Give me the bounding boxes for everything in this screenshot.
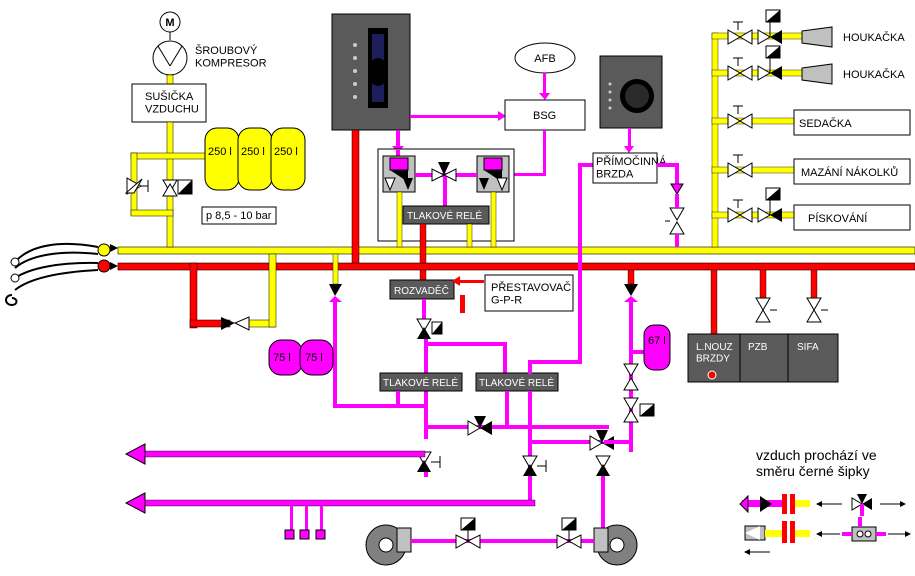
compressor-motor: M <box>152 11 188 76</box>
svg-text:75 l: 75 l <box>305 352 323 364</box>
valve-icon <box>727 187 782 223</box>
valve-icon <box>595 455 611 476</box>
consumer-flange-lube <box>793 158 911 185</box>
outlet-arrow-icon <box>124 492 146 514</box>
svg-text:TLAKOVÉ RELÉ: TLAKOVÉ RELÉ <box>479 376 554 389</box>
svg-text:PÍSKOVÁNÍ: PÍSKOVÁNÍ <box>808 212 868 225</box>
svg-text:250 l: 250 l <box>274 146 298 158</box>
main-yellow-pipe <box>117 246 915 255</box>
brake-cylinder-left <box>365 524 412 566</box>
consumer-seat <box>793 109 911 136</box>
valve-icon <box>665 207 685 235</box>
horn-2 <box>727 45 833 85</box>
pressure-relay-right <box>475 372 559 392</box>
horn-1 <box>727 9 833 48</box>
pressure-label: p 8,5 - 10 bar <box>206 210 272 222</box>
svg-text:67 l: 67 l <box>648 335 666 347</box>
pressure-relay-top <box>402 205 490 225</box>
pressure-relay-left <box>379 372 463 392</box>
svg-text:MAZÁNÍ NÁKOLKŮ: MAZÁNÍ NÁKOLKŮ <box>801 166 898 179</box>
svg-text:SEDAČKA: SEDAČKA <box>799 117 852 130</box>
bsg-label: BSG <box>533 110 556 122</box>
valve-icon <box>522 455 547 476</box>
direct-brake-box <box>592 152 658 184</box>
valve-icon <box>467 416 492 436</box>
valve-icon <box>162 179 193 197</box>
svg-text:ROZVADĚČ: ROZVADĚČ <box>394 284 449 297</box>
svg-text:HOUKAČKA: HOUKAČKA <box>843 31 905 44</box>
check-arrow-icon <box>221 317 235 330</box>
pressure-box <box>201 206 277 225</box>
valve-icon <box>623 397 655 423</box>
valve-icon <box>455 517 481 549</box>
tanks-75l: 75 l 75 l <box>268 339 334 376</box>
afb-label: AFB <box>534 53 555 65</box>
main-red-pipe <box>117 262 915 271</box>
valve-icon <box>589 430 614 451</box>
brake-cylinder-right <box>593 524 638 566</box>
pzb-box <box>739 333 789 383</box>
coupling-hoses <box>5 242 118 307</box>
legend-symbols <box>739 494 911 555</box>
valve-icon <box>727 105 753 129</box>
valve-icon <box>755 297 777 323</box>
svg-text:TLAKOVÉ RELÉ: TLAKOVÉ RELÉ <box>407 209 482 222</box>
svg-text:250 l: 250 l <box>208 146 232 158</box>
brake-controller-left <box>331 13 411 131</box>
svg-text:PZB: PZB <box>748 342 768 353</box>
svg-text:SIFA: SIFA <box>797 342 819 353</box>
svg-text:250 l: 250 l <box>241 146 265 158</box>
bsg-box <box>504 99 586 131</box>
sifa-box <box>787 333 839 383</box>
tanks-250l: 250 l 250 l 250 l <box>204 127 306 191</box>
check-arrow-icon <box>670 183 684 195</box>
changeover-box <box>484 274 574 312</box>
valve-icon <box>623 363 639 391</box>
valve-icon <box>556 517 582 549</box>
outlet-arrow-icon <box>124 443 146 465</box>
svg-text:TLAKOVÉ RELÉ: TLAKOVÉ RELÉ <box>383 376 458 389</box>
valve-icon <box>124 177 149 195</box>
emergency-brake-icon <box>707 370 717 380</box>
svg-text:HOUKAČKA: HOUKAČKA <box>843 68 905 81</box>
tank-67l <box>643 324 671 371</box>
valve-icon <box>431 162 457 182</box>
svg-text:M: M <box>165 17 174 29</box>
brake-controller-right <box>599 55 663 129</box>
dryer-box <box>131 83 207 123</box>
check-arrow-icon <box>233 316 250 331</box>
consumer-sanding <box>793 204 911 231</box>
valve-icon <box>727 154 753 178</box>
svg-text:75 l: 75 l <box>273 352 291 364</box>
valve-icon <box>806 297 828 323</box>
